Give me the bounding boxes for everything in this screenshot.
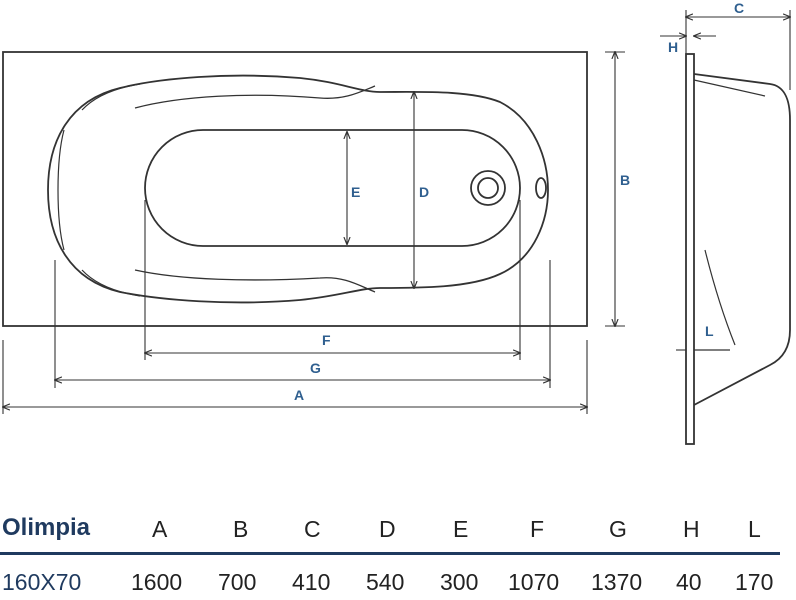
value-h: 40	[676, 569, 702, 595]
dim-label-l: L	[705, 323, 714, 339]
header-c: C	[304, 516, 321, 542]
side-backrest	[704, 249, 736, 346]
side-view	[685, 53, 791, 445]
header-h: H	[683, 516, 700, 542]
header-b: B	[233, 516, 249, 542]
dim-label-d: D	[419, 184, 429, 200]
size-label: 160X70	[2, 569, 82, 595]
header-l: L	[748, 516, 761, 542]
tub-outer-rim	[2, 51, 588, 327]
header-g: G	[609, 516, 627, 542]
drain-inner	[477, 177, 499, 199]
armrest-line-bottom	[134, 269, 376, 293]
value-a: 1600	[131, 569, 183, 595]
bathtub-technical-drawing: E D B F G A C H L	[2, 0, 791, 445]
dim-label-h: H	[668, 39, 678, 55]
top-view	[2, 51, 588, 327]
value-e: 300	[440, 569, 479, 595]
dim-label-c: C	[734, 0, 744, 16]
value-f: 1070	[508, 569, 560, 595]
value-l: 170	[735, 569, 774, 595]
value-b: 700	[218, 569, 257, 595]
drain-outer	[470, 170, 506, 206]
top-view-dimensions	[3, 52, 625, 414]
dim-label-f: F	[322, 332, 331, 348]
header-d: D	[379, 516, 396, 542]
overflow-hole	[535, 177, 547, 199]
side-inner	[693, 79, 766, 97]
value-g: 1370	[591, 569, 643, 595]
header-a: A	[152, 516, 168, 542]
dimensions-table: Olimpia A B C D E F G H L 160X70 1600 70…	[0, 500, 796, 600]
value-d: 540	[366, 569, 405, 595]
value-c: 410	[292, 569, 331, 595]
dim-label-a: A	[294, 387, 304, 403]
side-basin	[693, 73, 791, 406]
backrest-curve	[57, 83, 141, 297]
dim-label-e: E	[351, 184, 360, 200]
side-rim	[685, 53, 695, 445]
model-name: Olimpia	[2, 514, 91, 541]
basin-outline	[47, 74, 549, 304]
header-e: E	[453, 516, 469, 542]
header-f: F	[530, 516, 545, 542]
basin-floor	[144, 129, 521, 247]
armrest-line-top	[134, 85, 376, 109]
table-divider	[0, 552, 780, 555]
dim-label-b: B	[620, 172, 630, 188]
dim-label-g: G	[310, 360, 321, 376]
side-view-dimensions	[660, 10, 790, 351]
